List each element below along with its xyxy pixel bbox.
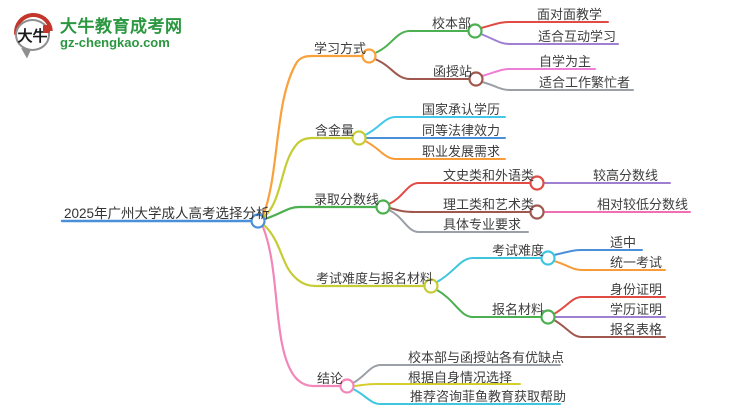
connector-correspondence-station bbox=[374, 58, 470, 80]
node-handle-science-engineering-arts[interactable] bbox=[529, 204, 545, 220]
node-equal-legal-effect[interactable]: 同等法律效力 bbox=[422, 123, 501, 138]
logo-bubble-text: 大牛 bbox=[15, 19, 50, 51]
connector-specific-major-requirements bbox=[388, 209, 529, 233]
node-suits-interactive-learning[interactable]: 适合互动学习 bbox=[538, 29, 617, 44]
logo: 大牛 大牛教育成考网 gz-chengkao.com bbox=[12, 11, 183, 59]
connector-choose-by-situation bbox=[353, 383, 521, 387]
logo-title: 大牛教育成考网 bbox=[60, 16, 183, 36]
node-choose-by-situation[interactable]: 根据自身情况选择 bbox=[408, 370, 513, 385]
node-handle-conclusion[interactable] bbox=[339, 378, 355, 394]
node-conclusion[interactable]: 结论 bbox=[317, 371, 344, 386]
node-handle-root[interactable] bbox=[250, 213, 266, 229]
node-unified-exam[interactable]: 统一考试 bbox=[610, 255, 663, 270]
node-self-study[interactable]: 自学为主 bbox=[539, 54, 592, 69]
node-pros-cons[interactable]: 校本部与函授站各有优缺点 bbox=[408, 350, 565, 365]
node-specific-major-requirements[interactable]: 具体专业要求 bbox=[443, 217, 522, 232]
connector-face-to-face-teaching bbox=[480, 21, 609, 29]
node-higher-score-line[interactable]: 较高分数线 bbox=[593, 168, 659, 183]
node-correspondence-station[interactable]: 函授站 bbox=[433, 64, 473, 79]
node-exam-difficulty-and-materials[interactable]: 考试难度与报名材料 bbox=[316, 271, 434, 286]
connector-suits-interactive-learning bbox=[480, 33, 619, 45]
node-relatively-lower-score-line[interactable]: 相对较低分数线 bbox=[597, 197, 689, 212]
logo-text: 大牛教育成考网 gz-chengkao.com bbox=[60, 17, 183, 51]
connector-registration-form bbox=[553, 319, 666, 338]
connector-science-engineering-arts bbox=[389, 207, 531, 213]
connector-exam-difficulty-and-materials bbox=[262, 223, 426, 288]
connector-moderate bbox=[553, 249, 643, 256]
connector-suits-busy-workers bbox=[481, 81, 634, 91]
node-state-recognized[interactable]: 国家承认学历 bbox=[422, 102, 501, 117]
node-admission-score-line[interactable]: 录取分数线 bbox=[314, 192, 380, 207]
node-registration-form[interactable]: 报名表格 bbox=[610, 322, 663, 337]
node-handle-credential-value[interactable] bbox=[351, 130, 367, 146]
node-handle-exam-difficulty-and-materials[interactable] bbox=[423, 278, 439, 294]
connector-liberal-arts-foreign-languages bbox=[388, 182, 531, 205]
node-registration-materials[interactable]: 报名材料 bbox=[492, 302, 545, 317]
node-education-proof[interactable]: 学历证明 bbox=[610, 302, 663, 317]
node-exam-difficulty[interactable]: 考试难度 bbox=[492, 243, 545, 258]
node-handle-main-campus[interactable] bbox=[467, 23, 483, 39]
node-identity-proof[interactable]: 身份证明 bbox=[610, 282, 663, 297]
connector-unified-exam bbox=[553, 260, 666, 271]
node-science-engineering-arts[interactable]: 理工类和艺术类 bbox=[443, 197, 535, 212]
node-handle-registration-materials[interactable] bbox=[540, 309, 556, 325]
node-main-campus[interactable]: 校本部 bbox=[432, 16, 472, 31]
logo-url: gz-chengkao.com bbox=[60, 35, 170, 51]
node-handle-exam-difficulty[interactable] bbox=[540, 250, 556, 266]
connector-registration-materials bbox=[436, 289, 542, 318]
node-handle-correspondence-station[interactable] bbox=[468, 71, 484, 87]
node-handle-study-mode[interactable] bbox=[361, 48, 377, 64]
root-node[interactable]: 2025年广州大学成人高考选择分析 bbox=[64, 206, 270, 221]
node-handle-admission-score-line[interactable] bbox=[375, 199, 391, 215]
node-liberal-arts-foreign-languages[interactable]: 文史类和外语类 bbox=[443, 168, 535, 183]
node-credential-value[interactable]: 含金量 bbox=[315, 123, 355, 138]
connector-credential-value bbox=[262, 136, 354, 219]
connector-study-mode bbox=[261, 54, 364, 218]
connector-main-campus bbox=[374, 30, 469, 54]
connector-admission-score-line bbox=[263, 205, 378, 221]
node-suits-busy-workers[interactable]: 适合工作繁忙者 bbox=[539, 75, 631, 90]
node-career-development[interactable]: 职业发展需求 bbox=[422, 144, 501, 159]
connector-career-development bbox=[364, 140, 506, 160]
connector-state-recognized bbox=[364, 116, 506, 136]
connector-self-study bbox=[481, 68, 596, 77]
logo-seal-icon bbox=[43, 25, 50, 33]
connector-conclusion bbox=[261, 225, 342, 388]
node-consult-recommendation[interactable]: 推荐咨询菲鱼教育获取帮助 bbox=[410, 389, 567, 404]
node-face-to-face-teaching[interactable]: 面对面教学 bbox=[537, 7, 603, 22]
connector-pros-cons bbox=[352, 364, 561, 384]
connector-identity-proof bbox=[553, 296, 666, 315]
connector-exam-difficulty bbox=[436, 257, 542, 283]
connector-consult-recommendation bbox=[352, 388, 561, 405]
node-study-mode[interactable]: 学习方式 bbox=[314, 41, 367, 56]
logo-bubble-icon: 大牛 bbox=[12, 11, 53, 59]
node-handle-liberal-arts-foreign-languages[interactable] bbox=[529, 175, 545, 191]
node-moderate[interactable]: 适中 bbox=[610, 235, 637, 250]
